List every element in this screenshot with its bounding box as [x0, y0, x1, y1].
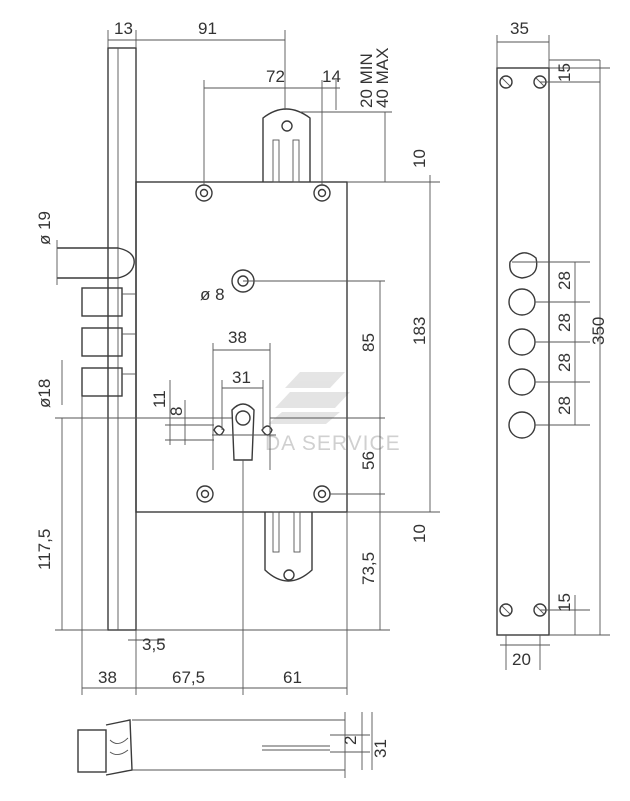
dim-72: 72 — [266, 67, 285, 86]
dim-67-5: 67,5 — [172, 668, 205, 687]
faceplate-view — [496, 67, 550, 636]
dim-91: 91 — [198, 19, 217, 38]
faceplate-bolt-hole-1 — [508, 288, 536, 316]
dim-13: 13 — [114, 19, 133, 38]
faceplate-bolt-hole-2 — [508, 328, 536, 356]
dimension-lines-front — [55, 30, 440, 695]
section-body — [105, 719, 133, 776]
dimension-lines-faceplate — [496, 35, 610, 670]
watermark-logo — [268, 372, 350, 424]
dim-117-5: 117,5 — [35, 529, 54, 570]
dim-61: 61 — [283, 668, 302, 687]
dim-31-mid: 31 — [232, 368, 251, 387]
dim-350: 350 — [589, 317, 608, 345]
screw-bottom-right — [313, 485, 331, 503]
dim-85: 85 — [359, 333, 378, 352]
dim-11: 11 — [150, 390, 169, 408]
faceplate-screw-bl — [499, 603, 513, 617]
dim-73-5: 73,5 — [359, 552, 378, 585]
keyhole-lug-left — [213, 425, 225, 436]
deadbolt-diam19 — [57, 247, 135, 279]
screw-top-right — [313, 184, 331, 202]
keyhole-lug-right — [261, 425, 273, 436]
screw-top-left — [195, 184, 213, 202]
dim-28-c: 28 — [555, 353, 574, 372]
dim-20-min: 20 MIN — [357, 53, 376, 108]
bolt-3 — [81, 367, 123, 397]
dim-15-top: 15 — [555, 63, 574, 82]
lock-section-view — [77, 712, 373, 778]
dim-38-bottom: 38 — [98, 668, 117, 687]
dim-14: 14 — [322, 67, 341, 86]
dim-20-bottom: 20 — [512, 650, 531, 669]
dim-diam-19: ø 19 — [35, 211, 54, 245]
dim-2: 2 — [341, 736, 360, 745]
dim-15-bottom: 15 — [555, 593, 574, 612]
dim-8: 8 — [167, 407, 186, 416]
faceplate-deadbolt-hole — [509, 252, 538, 279]
bolt-1 — [81, 287, 123, 317]
dim-28-a: 28 — [555, 271, 574, 290]
cylinder-keyhole — [231, 403, 255, 461]
dim-28-b: 28 — [555, 313, 574, 332]
lock-case — [135, 181, 348, 513]
dim-183: 183 — [410, 317, 429, 345]
dim-56: 56 — [359, 451, 378, 470]
dim-28-d: 28 — [555, 396, 574, 415]
section-faceplate — [77, 729, 107, 773]
screw-bottom-left — [196, 485, 214, 503]
dim-40-max: 40 MAX — [373, 48, 392, 108]
lock-front-view — [57, 47, 348, 631]
dim-38-top: 38 — [228, 328, 247, 347]
bolt-2 — [81, 327, 123, 357]
faceplate-bolt-hole-3 — [508, 368, 536, 396]
dim-diam-18: ø18 — [35, 379, 54, 408]
faceplate-outline — [496, 67, 550, 636]
top-rod-connector — [262, 108, 311, 182]
watermark-text: DA SERVICE — [265, 432, 401, 455]
dim-3-5: 3,5 — [142, 635, 166, 654]
dim-35: 35 — [510, 19, 529, 38]
bottom-rod-connector — [264, 512, 313, 582]
dim-31-side: 31 — [371, 739, 390, 758]
dim-10-bottom: 10 — [410, 524, 429, 543]
faceplate-screw-tl — [499, 75, 513, 89]
faceplate-bolt-hole-4 — [508, 411, 536, 439]
dim-10-top: 10 — [410, 149, 429, 168]
dim-diam-8: ø 8 — [200, 285, 225, 304]
